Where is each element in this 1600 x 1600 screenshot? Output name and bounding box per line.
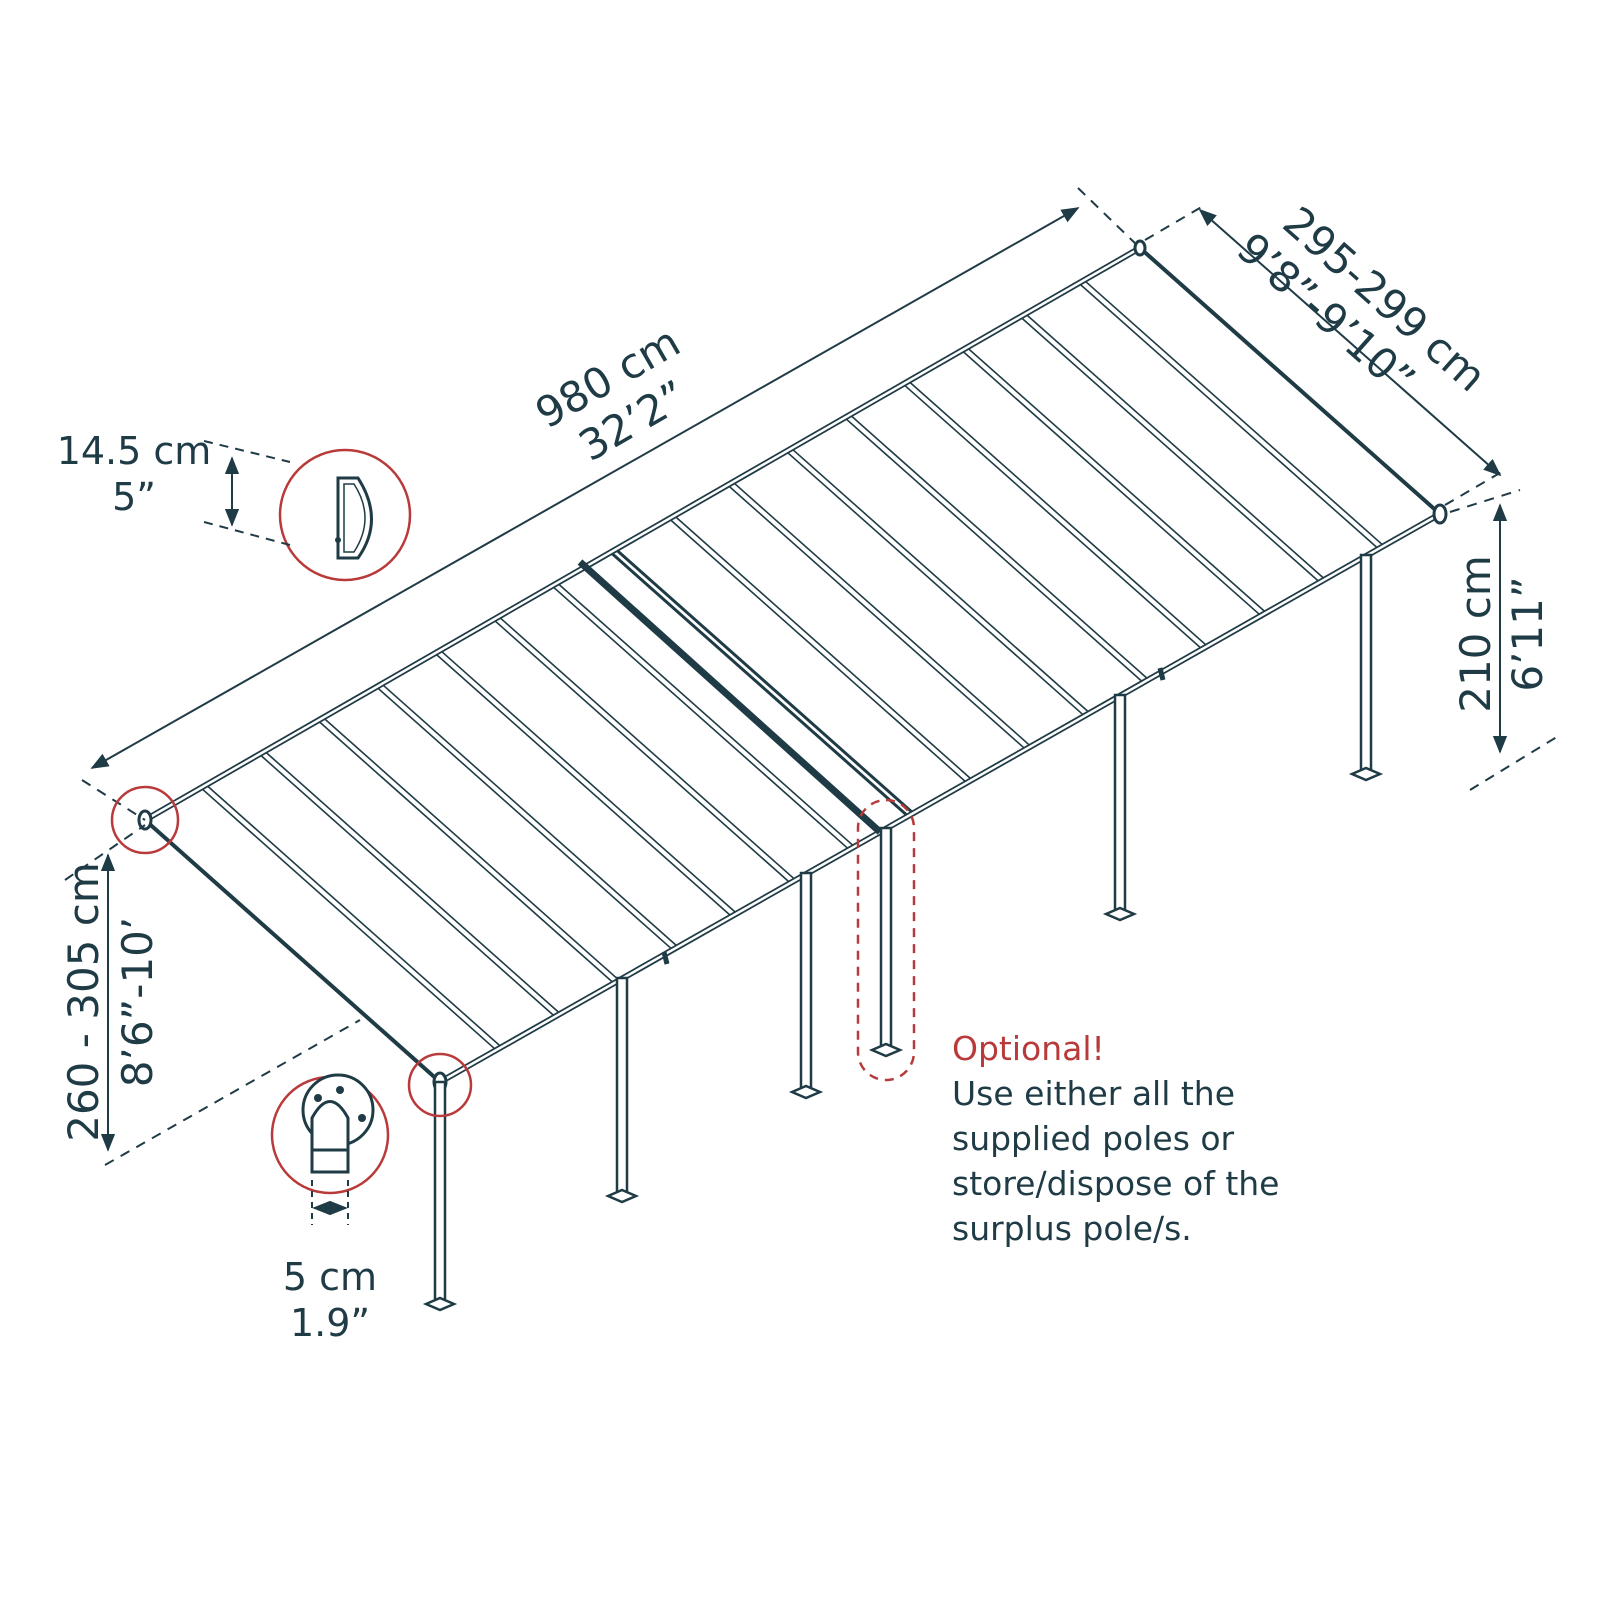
- roof-glazing-bars: [199, 280, 1386, 1050]
- wall-bracket-icon: [301, 1073, 375, 1174]
- low-height-imperial-label: 6’11”: [1503, 576, 1552, 691]
- gutter-callout-circle: [278, 448, 412, 582]
- note-title: Optional!: [952, 1029, 1105, 1068]
- width-dimension: 295-299 cm 9’8”-9’10”: [1144, 197, 1506, 506]
- glazing-bar-line: [323, 717, 621, 982]
- support-post: [788, 871, 824, 1100]
- glazing-bar-line: [265, 751, 562, 1016]
- optional-note: Optional! Use either all the supplied po…: [952, 1029, 1279, 1248]
- support-post: [1348, 553, 1384, 782]
- low-height-dimension: 210 cm 6’11”: [1449, 489, 1561, 791]
- glazing-bar-line: [440, 650, 739, 915]
- glazing-bar-line: [316, 719, 614, 984]
- length-dimension: 980 cm 32’2”: [81, 187, 1141, 821]
- roof-frame: [137, 239, 1448, 1093]
- corner-callout-icon: [110, 785, 473, 1118]
- glazing-bar-line: [206, 785, 503, 1049]
- note-line-2: supplied poles or: [952, 1119, 1235, 1158]
- note-line-3: store/dispose of the: [952, 1164, 1279, 1203]
- top-corner-callout: [110, 785, 180, 855]
- support-post: [1102, 693, 1138, 922]
- gutter-profile-detail: 14.5 cm 5”: [57, 429, 412, 582]
- glazing-bar-line: [433, 651, 732, 917]
- gutter-imperial-label: 5”: [112, 475, 156, 519]
- optional-post-highlight: [856, 798, 916, 1082]
- post-detail: 5 cm 1.9”: [270, 1073, 390, 1345]
- high-height-dimension: 260 - 305 cm 8’6”-10’: [59, 824, 361, 1166]
- bottom-corner-callout: [407, 1052, 473, 1118]
- high-height-cm-label: 260 - 305 cm: [59, 862, 108, 1142]
- high-height-imperial-label: 8’6”-10’: [113, 917, 162, 1088]
- post-imperial-label: 1.9”: [290, 1301, 370, 1345]
- low-height-cm-label: 210 cm: [1451, 555, 1500, 713]
- post-cm-label: 5 cm: [283, 1255, 377, 1299]
- support-post: [604, 976, 640, 1204]
- support-posts: [422, 553, 1384, 1312]
- support-post: [422, 1080, 458, 1312]
- note-line-1: Use either all the: [952, 1074, 1235, 1113]
- note-line-4: surplus pole/s.: [952, 1209, 1192, 1248]
- gutter-profile-icon: [335, 476, 373, 560]
- glazing-bar-line: [375, 685, 673, 950]
- glazing-bar-line: [199, 786, 496, 1050]
- glazing-bar-line: [382, 684, 680, 949]
- support-post: [868, 826, 904, 1058]
- gutter-cm-label: 14.5 cm: [57, 429, 212, 473]
- glazing-bar-line: [258, 752, 555, 1017]
